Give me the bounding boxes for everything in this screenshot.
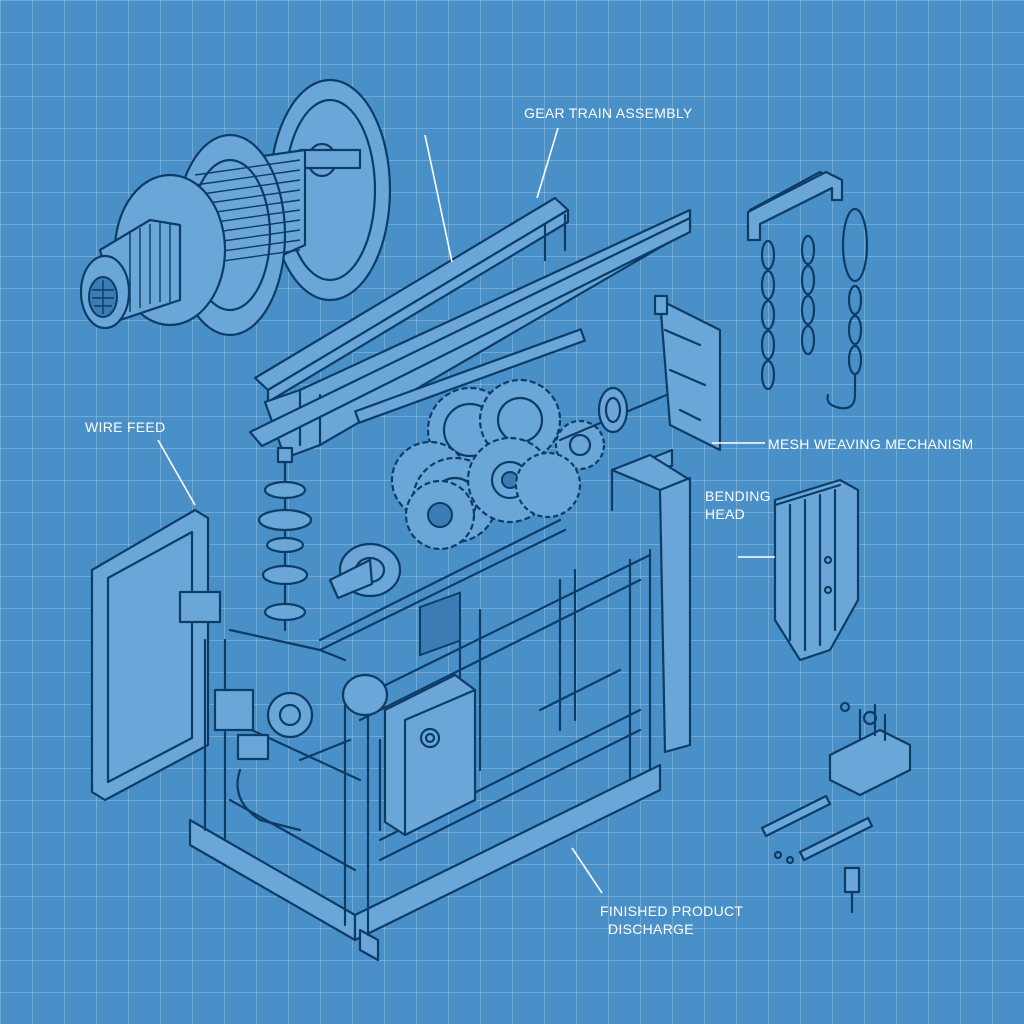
- bending-head-label-line2: HEAD: [705, 506, 746, 523]
- control-box: [378, 591, 477, 837]
- leader-discharge: [571, 847, 603, 894]
- hanging-chains: [746, 170, 869, 410]
- mesh-weaving-label: MESH WEAVING MECHANISM: [768, 436, 974, 452]
- leader-lines: [157, 127, 775, 894]
- mesh-weaving-bracket: [650, 294, 722, 470]
- bending-head: [773, 478, 860, 662]
- leader-gear-train: [536, 127, 559, 199]
- left-frame: [90, 508, 222, 802]
- gear-train-label: GEAR TRAIN ASSEMBLY: [524, 105, 693, 121]
- vertical-shaft: [257, 446, 313, 632]
- bending-head-label-line1: BENDING: [705, 488, 771, 504]
- gear-train: [354, 328, 692, 551]
- discharge-label-line1: FINISHED PRODUCT: [600, 903, 744, 919]
- drive-motor: [213, 542, 402, 832]
- right-post: [610, 453, 692, 754]
- leader-wire-feed: [157, 439, 196, 506]
- discharge-label: FINISHED PRODUCT DISCHARGE: [600, 902, 743, 938]
- bending-head-label: BENDING HEAD: [705, 487, 771, 523]
- wire-feed-label: WIRE FEED: [85, 419, 166, 435]
- top-rail: [248, 196, 692, 460]
- small-parts: [760, 701, 912, 914]
- discharge-label-line2: DISCHARGE: [608, 921, 694, 938]
- wire-spool: [79, 78, 392, 337]
- main-frame: [188, 518, 662, 962]
- leader-gear-train-2: [424, 134, 453, 263]
